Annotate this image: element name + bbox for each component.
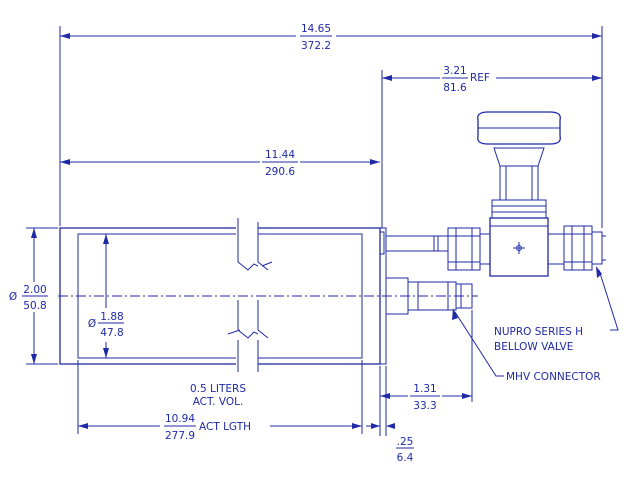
valve-body <box>479 217 565 277</box>
dim-valve-ref <box>381 62 602 228</box>
overall-length-mm: 372.2 <box>301 40 331 52</box>
active-length-mm: 277.9 <box>165 430 195 442</box>
body-length-in: 11.44 <box>265 149 295 161</box>
dim-connector-length <box>379 310 473 414</box>
inner-diameter-in: 1.88 <box>100 311 123 323</box>
valve-port <box>379 231 385 255</box>
dim-inner-diameter <box>88 234 134 358</box>
break-symbol <box>227 218 273 372</box>
inner-diameter-symbol: Ø <box>88 318 96 330</box>
left-fitting-nut <box>447 227 481 271</box>
active-length-suffix: ACT LGTH <box>199 421 251 433</box>
right-fitting-nut <box>563 225 606 271</box>
valve-ref-mm: 81.6 <box>443 82 467 94</box>
volume-note-line2: ACT. VOL. <box>193 396 244 408</box>
connector-length-mm: 33.3 <box>413 400 436 412</box>
dim-active-length <box>77 360 363 446</box>
inner-diameter-mm: 47.8 <box>100 327 123 339</box>
mhv-connector-note: MHV CONNECTOR <box>506 371 601 383</box>
active-length-in: 10.94 <box>165 413 195 425</box>
overall-length-in: 14.65 <box>301 23 331 35</box>
end-wall-mm: 6.4 <box>397 452 414 464</box>
outer-diameter-in: 2.00 <box>23 284 46 296</box>
mhv-connector <box>385 277 473 315</box>
valve-ref-in: 3.21 <box>443 65 466 77</box>
dim-overall-length <box>59 20 603 228</box>
valve-tube <box>386 235 448 252</box>
dim-body-length <box>60 148 380 182</box>
valve-note-line2: BELLOW VALVE <box>494 341 573 353</box>
volume-note-line1: 0.5 LITERS <box>190 383 246 395</box>
connector-length-in: 1.31 <box>413 383 436 395</box>
outer-diameter-mm: 50.8 <box>23 300 46 312</box>
leader-mhv-connector <box>452 308 504 377</box>
valve-note-line1: NUPRO SERIES H <box>494 326 583 338</box>
valve-ref-suffix: REF <box>470 72 490 84</box>
body-length-mm: 290.6 <box>265 166 295 178</box>
outer-diameter-symbol: Ø <box>9 291 17 303</box>
end-wall-in: .25 <box>397 436 414 448</box>
valve-handle <box>477 111 561 219</box>
leader-bellow-valve <box>596 266 619 331</box>
dim-outer-diameter <box>4 227 58 365</box>
